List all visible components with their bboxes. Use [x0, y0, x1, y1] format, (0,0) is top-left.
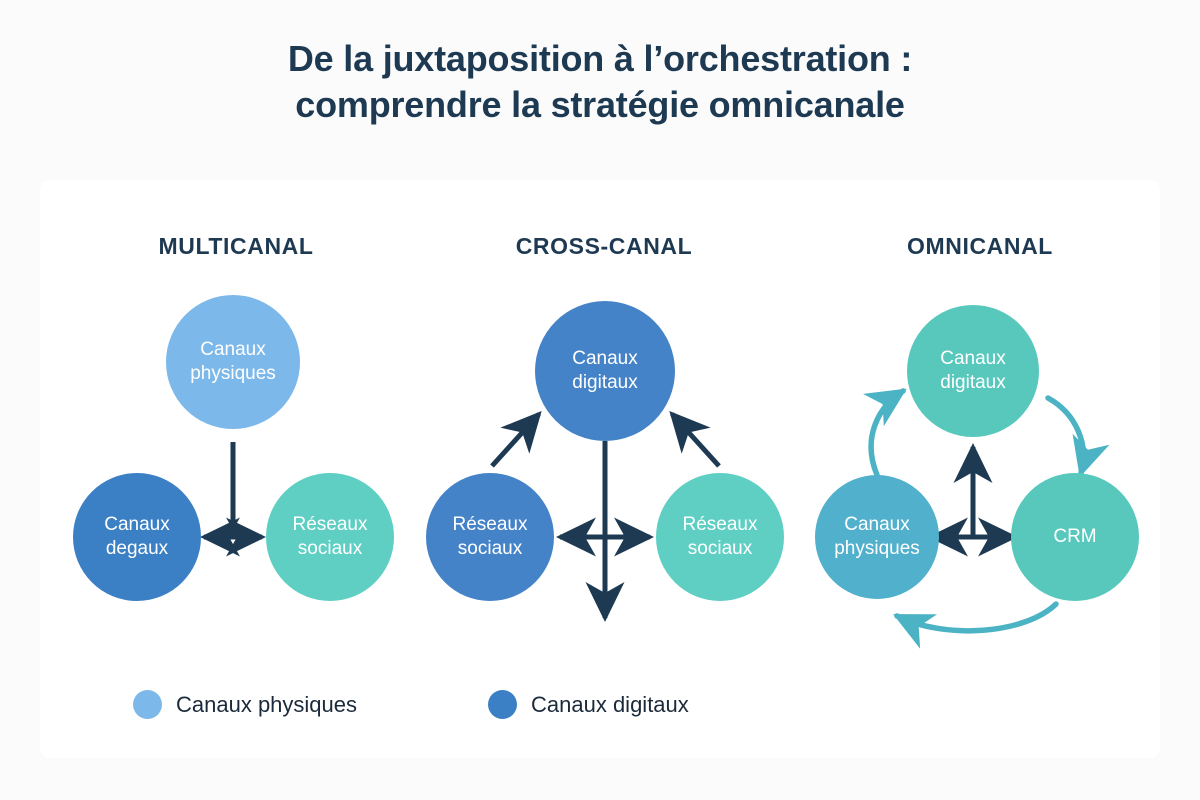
- node-label-line-2: sociaux: [457, 538, 523, 559]
- legend-item-canaux-digitaux[interactable]: Canaux digitaux: [488, 690, 689, 719]
- node-omnicanal-crm[interactable]: CRM: [1011, 473, 1139, 601]
- node-crosscanal-canaux-digitaux[interactable]: Canaux digitaux: [535, 301, 675, 441]
- node-omnicanal-canaux-physiques[interactable]: Canaux physiques: [815, 475, 939, 599]
- node-crosscanal-reseaux-sociaux-right[interactable]: Réseaux sociaux: [656, 473, 784, 601]
- node-label-line-2: digitaux: [940, 372, 1006, 393]
- node-crosscanal-reseaux-sociaux-left[interactable]: Réseaux sociaux: [426, 473, 554, 601]
- node-label-line-1: Canaux: [572, 348, 638, 370]
- legend-label: Canaux physiques: [176, 691, 358, 717]
- node-label-line-1: Réseaux: [682, 514, 758, 536]
- node-label-line-1: CRM: [1053, 526, 1097, 548]
- node-multicanal-canaux-degaux[interactable]: Canaux degaux: [73, 473, 201, 601]
- node-label-line-2: physiques: [190, 363, 276, 384]
- node-multicanal-canaux-physiques[interactable]: Canaux physiques: [166, 295, 300, 429]
- node-label-line-1: Canaux: [940, 348, 1006, 370]
- node-label-line-1: Réseaux: [452, 514, 528, 536]
- legend-item-canaux-physiques[interactable]: Canaux physiques: [133, 690, 357, 719]
- node-label-line-2: sociaux: [687, 538, 753, 559]
- column-header-omnicanal: OMNICANAL: [907, 233, 1053, 259]
- node-label-line-1: Canaux: [844, 514, 910, 536]
- column-header-cross-canal: CROSS-CANAL: [515, 233, 693, 259]
- diagram-card: [40, 180, 1160, 758]
- node-label-line-1: Canaux: [200, 339, 266, 361]
- legend-dot-icon: [133, 690, 162, 719]
- node-label-line-2: physiques: [834, 538, 920, 559]
- node-label-line-1: Réseaux: [292, 514, 368, 536]
- node-label-line-2: degaux: [105, 538, 169, 559]
- legend-dot-icon: [488, 690, 517, 719]
- page-title-line-1: De la juxtaposition à l’orchestration :: [287, 38, 913, 79]
- page-title: De la juxtaposition à l’orchestration : …: [0, 36, 1200, 128]
- node-label-line-2: sociaux: [297, 538, 363, 559]
- legend-label: Canaux digitaux: [531, 691, 689, 717]
- page-title-line-2: comprendre la stratégie omnicanale: [295, 84, 905, 126]
- column-header-multicanal: MULTICANAL: [158, 233, 314, 259]
- node-label-line-1: Canaux: [104, 514, 170, 536]
- node-omnicanal-canaux-digitaux[interactable]: Canaux digitaux: [907, 305, 1039, 437]
- node-label-line-2: digitaux: [572, 372, 638, 393]
- node-multicanal-reseaux-sociaux[interactable]: Réseaux sociaux: [266, 473, 394, 601]
